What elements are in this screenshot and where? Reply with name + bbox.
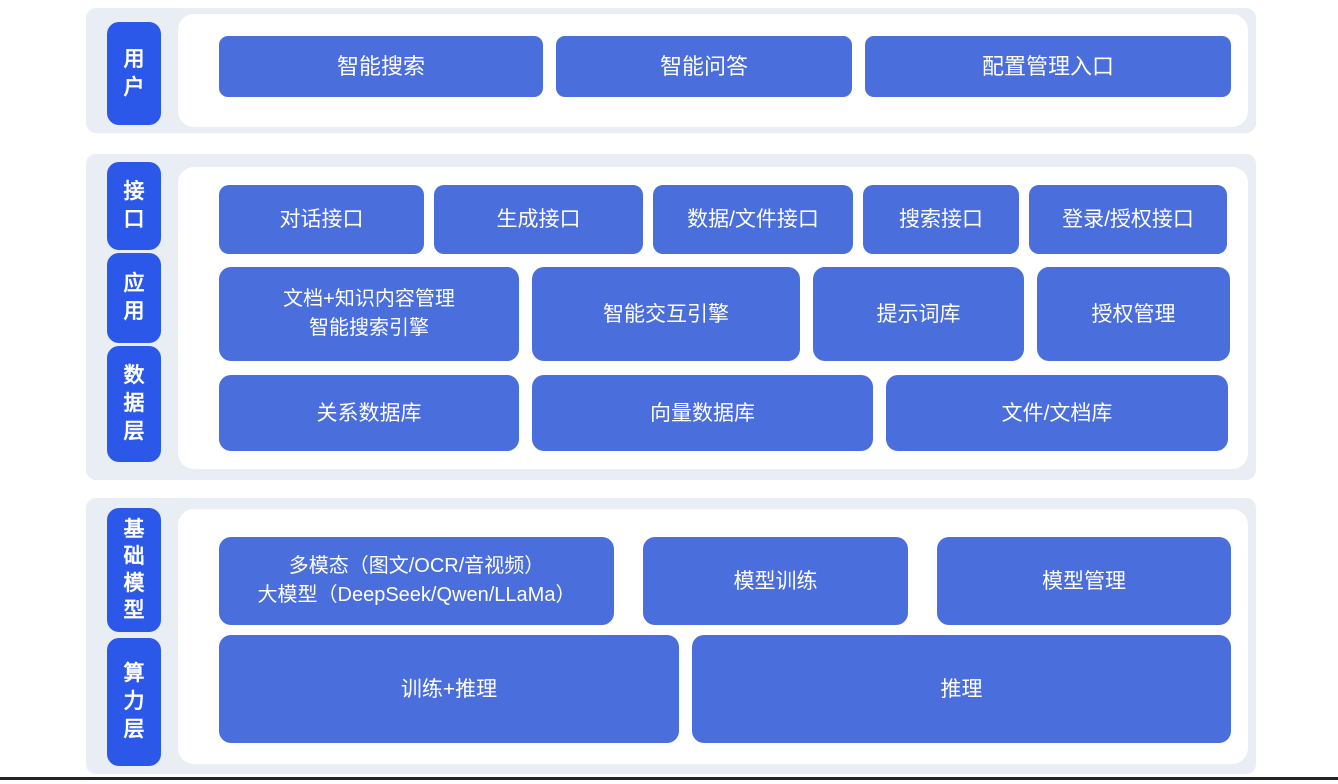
block-generation-api: 生成接口: [434, 185, 643, 254]
layer-group-foundation: 基 础 模 型 算 力 层 多模态（图文/OCR/音视频） 大模型（DeepSe…: [86, 498, 1256, 774]
block-inference: 推理: [692, 635, 1231, 743]
row-application-blocks: 文档+知识内容管理 智能搜索引擎 智能交互引擎 提示词库 授权管理: [178, 267, 1248, 361]
block-training-plus-inference: 训练+推理: [219, 635, 679, 743]
block-dialog-api: 对话接口: [219, 185, 424, 254]
layer-label-foundation-model: 基 础 模 型: [107, 508, 161, 632]
row-model-blocks: 多模态（图文/OCR/音视频） 大模型（DeepSeek/Qwen/LLaMa）…: [178, 537, 1248, 625]
block-interactive-engine: 智能交互引擎: [532, 267, 800, 361]
block-file-doc-store: 文件/文档库: [886, 375, 1228, 451]
panel-foundation: 多模态（图文/OCR/音视频） 大模型（DeepSeek/Qwen/LLaMa）…: [178, 509, 1248, 764]
layer-group-middle: 接 口 应 用 数 据 层 对话接口 生成接口 数据/文件接口 搜索接口 登录/…: [86, 154, 1256, 480]
block-smart-search: 智能搜索: [219, 36, 543, 97]
block-login-auth-api: 登录/授权接口: [1029, 185, 1227, 254]
layer-group-user: 用 户 智能搜索 智能问答 配置管理入口: [86, 8, 1256, 133]
row-user-blocks: 智能搜索 智能问答 配置管理入口: [178, 36, 1248, 97]
block-model-management: 模型管理: [937, 537, 1231, 625]
bottom-divider-line: [0, 777, 1338, 780]
block-auth-management: 授权管理: [1037, 267, 1230, 361]
layer-label-data-layer: 数 据 层: [107, 346, 161, 462]
block-config-management-entry: 配置管理入口: [865, 36, 1231, 97]
layer-label-interface: 接 口: [107, 162, 161, 250]
row-interface-blocks: 对话接口 生成接口 数据/文件接口 搜索接口 登录/授权接口: [178, 185, 1248, 254]
layer-label-application: 应 用: [107, 253, 161, 343]
row-data-blocks: 关系数据库 向量数据库 文件/文档库: [178, 375, 1248, 451]
panel-middle: 对话接口 生成接口 数据/文件接口 搜索接口 登录/授权接口 文档+知识内容管理…: [178, 167, 1248, 469]
block-data-file-api: 数据/文件接口: [653, 185, 853, 254]
block-search-api: 搜索接口: [863, 185, 1019, 254]
layer-label-compute-layer: 算 力 层: [107, 638, 161, 766]
block-relational-db: 关系数据库: [219, 375, 519, 451]
block-smart-qa: 智能问答: [556, 36, 852, 97]
block-vector-db: 向量数据库: [532, 375, 873, 451]
block-doc-knowledge-search-engine: 文档+知识内容管理 智能搜索引擎: [219, 267, 519, 361]
block-multimodal-llm: 多模态（图文/OCR/音视频） 大模型（DeepSeek/Qwen/LLaMa）: [219, 537, 614, 625]
row-compute-blocks: 训练+推理 推理: [178, 635, 1248, 743]
block-prompt-library: 提示词库: [813, 267, 1024, 361]
layer-label-user: 用 户: [107, 22, 161, 125]
block-model-training: 模型训练: [643, 537, 908, 625]
panel-user: 智能搜索 智能问答 配置管理入口: [178, 14, 1248, 127]
